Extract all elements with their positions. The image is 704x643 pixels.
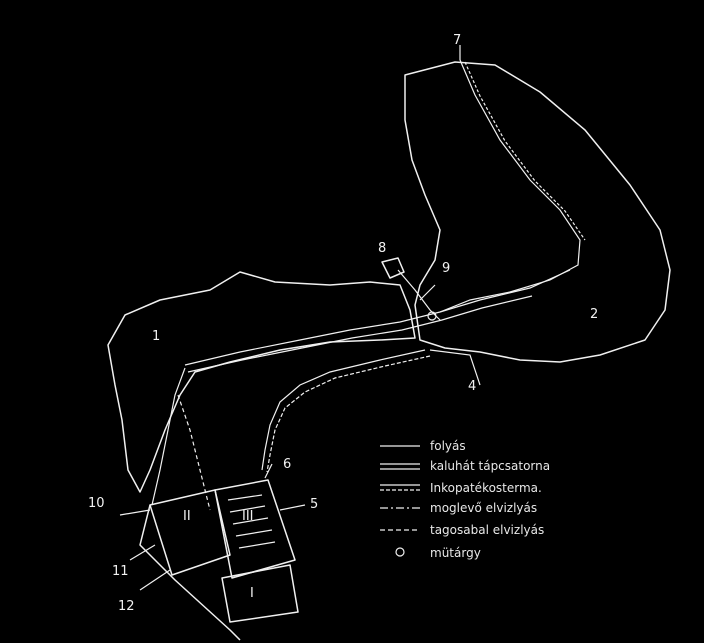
main-canal-b (187, 295, 533, 373)
point-label-10: 10 (88, 496, 105, 511)
legend: folyás kaluhát tápcsatorna Inkopatékoste… (380, 439, 550, 560)
point-label-5: 5 (310, 497, 318, 512)
left-canal (151, 367, 186, 506)
legend-item-mutargy: mütárgy (395, 546, 481, 560)
svg-text:folyás: folyás (430, 439, 466, 453)
point-label-8: 8 (378, 241, 386, 256)
legend-item-tagosabal: tagosabal elvizlyás (380, 523, 544, 537)
legend-item-moglevo: moglevő elvizlyás (380, 501, 537, 515)
area-label-I: I (250, 586, 254, 601)
plot-III-hatching (227, 494, 276, 549)
main-canal-a (184, 269, 571, 366)
structure-marker-icon (395, 547, 405, 557)
junction-structure (381, 257, 405, 279)
svg-text:tagosabal elvizlyás: tagosabal elvizlyás (430, 523, 544, 537)
legend-item-folyas: folyás (380, 439, 466, 453)
channel-area-2 (439, 59, 581, 313)
svg-text:moglevő elvizlyás: moglevő elvizlyás (430, 501, 537, 515)
plot-II-outline (149, 489, 231, 576)
area-label-II: II (183, 509, 191, 524)
area-label-1: 1 (152, 329, 160, 344)
point-label-11: 11 (112, 564, 129, 579)
point-label-7: 7 (453, 33, 461, 48)
leader-lines (119, 45, 461, 591)
area-2-outline (404, 61, 671, 363)
plot-I-outline (221, 564, 299, 623)
channel-area-2-parallel (464, 61, 586, 241)
svg-text:kaluhát tápcsatorna: kaluhát tápcsatorna (430, 459, 550, 473)
svg-text:mütárgy: mütárgy (430, 546, 481, 560)
point-label-6: 6 (283, 457, 291, 472)
legend-item-inkopatekosterma: Inkopatékosterma. (380, 481, 542, 495)
area-label-2: 2 (590, 307, 598, 322)
area-label-III: III (242, 509, 254, 524)
structure-marker-junction (427, 311, 437, 321)
lower-canal-a (261, 349, 426, 471)
point-label-9: 9 (442, 261, 450, 276)
junction-lines (397, 269, 441, 321)
plot-III-outline (214, 479, 296, 579)
area-1-outline (107, 271, 416, 493)
lower-canal-b (266, 355, 431, 473)
legend-item-kaluhat: kaluhát tápcsatorna (380, 459, 550, 473)
point-label-4: 4 (468, 379, 476, 394)
left-canal-dashed (177, 394, 211, 511)
point-label-12: 12 (118, 599, 135, 614)
lower-channel-right (429, 349, 481, 386)
plot-connector (139, 504, 241, 641)
svg-text:Inkopatékosterma.: Inkopatékosterma. (430, 481, 542, 495)
